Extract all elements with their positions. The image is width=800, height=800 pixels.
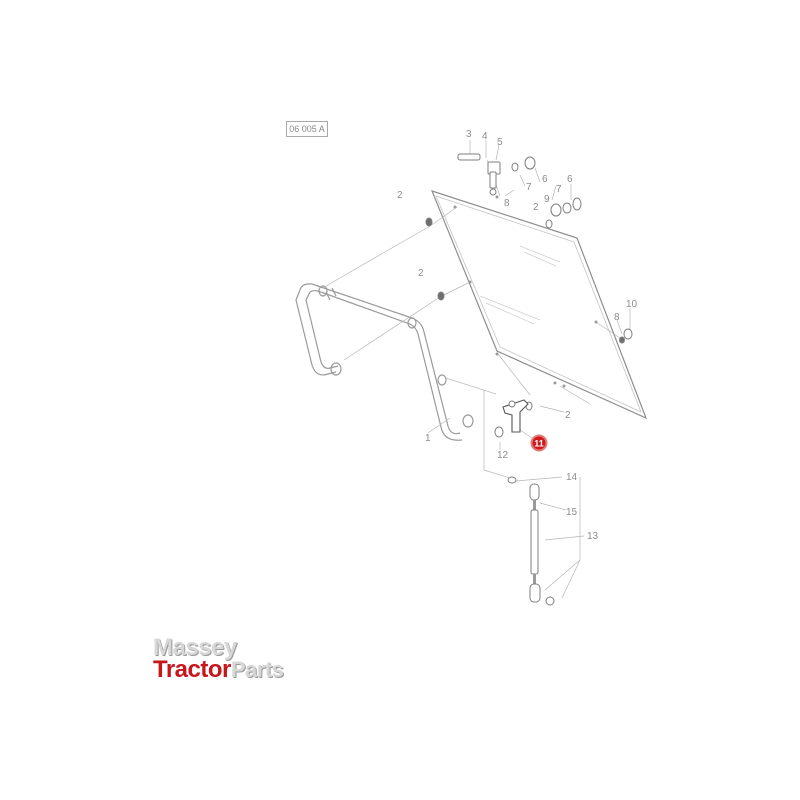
tube-frame	[295, 283, 497, 441]
hardware-parts	[425, 153, 633, 606]
callout-3: 3	[466, 129, 472, 140]
callout-11-highlight: 11	[530, 434, 548, 452]
massey-tractor-parts-logo: Massey TractorParts	[153, 634, 284, 683]
glass-etching	[479, 245, 561, 325]
logo-line-massey: Massey	[153, 634, 237, 661]
callout-1: 1	[425, 433, 431, 444]
callout-15: 15	[566, 507, 578, 518]
callout-6a: 6	[542, 174, 548, 185]
callout-2-top: 2	[533, 202, 539, 213]
callout-7b: 7	[556, 184, 562, 195]
callout-11: 11	[534, 439, 544, 449]
callout-14: 14	[566, 472, 578, 483]
callout-7a: 7	[526, 182, 532, 193]
callout-8-top: 8	[504, 198, 510, 209]
callout-4: 4	[482, 131, 488, 142]
callout-10: 10	[626, 299, 638, 310]
glass-panel	[430, 190, 648, 420]
logo-word-tractor: Tractor	[153, 656, 231, 683]
callout-12: 12	[497, 450, 509, 461]
logo-word-parts: Parts	[230, 657, 284, 682]
callout-9: 9	[544, 194, 550, 205]
callout-5: 5	[497, 137, 503, 148]
callout-2-lower: 2	[565, 410, 571, 421]
callout-numbers: 3 4 5 7 6 6 7 9 2 8 2 2 10 8 2 1 11 12 1…	[397, 129, 638, 542]
leader-lines	[325, 140, 631, 599]
diagram-reference-label: 06 005 A	[286, 121, 328, 137]
callout-8-right: 8	[614, 312, 620, 323]
logo-line-tractor-parts: TractorParts	[153, 656, 284, 683]
callout-6b: 6	[567, 174, 573, 185]
callout-2-left: 2	[397, 190, 403, 201]
callout-13: 13	[587, 531, 599, 542]
callout-2-mid: 2	[418, 268, 424, 279]
